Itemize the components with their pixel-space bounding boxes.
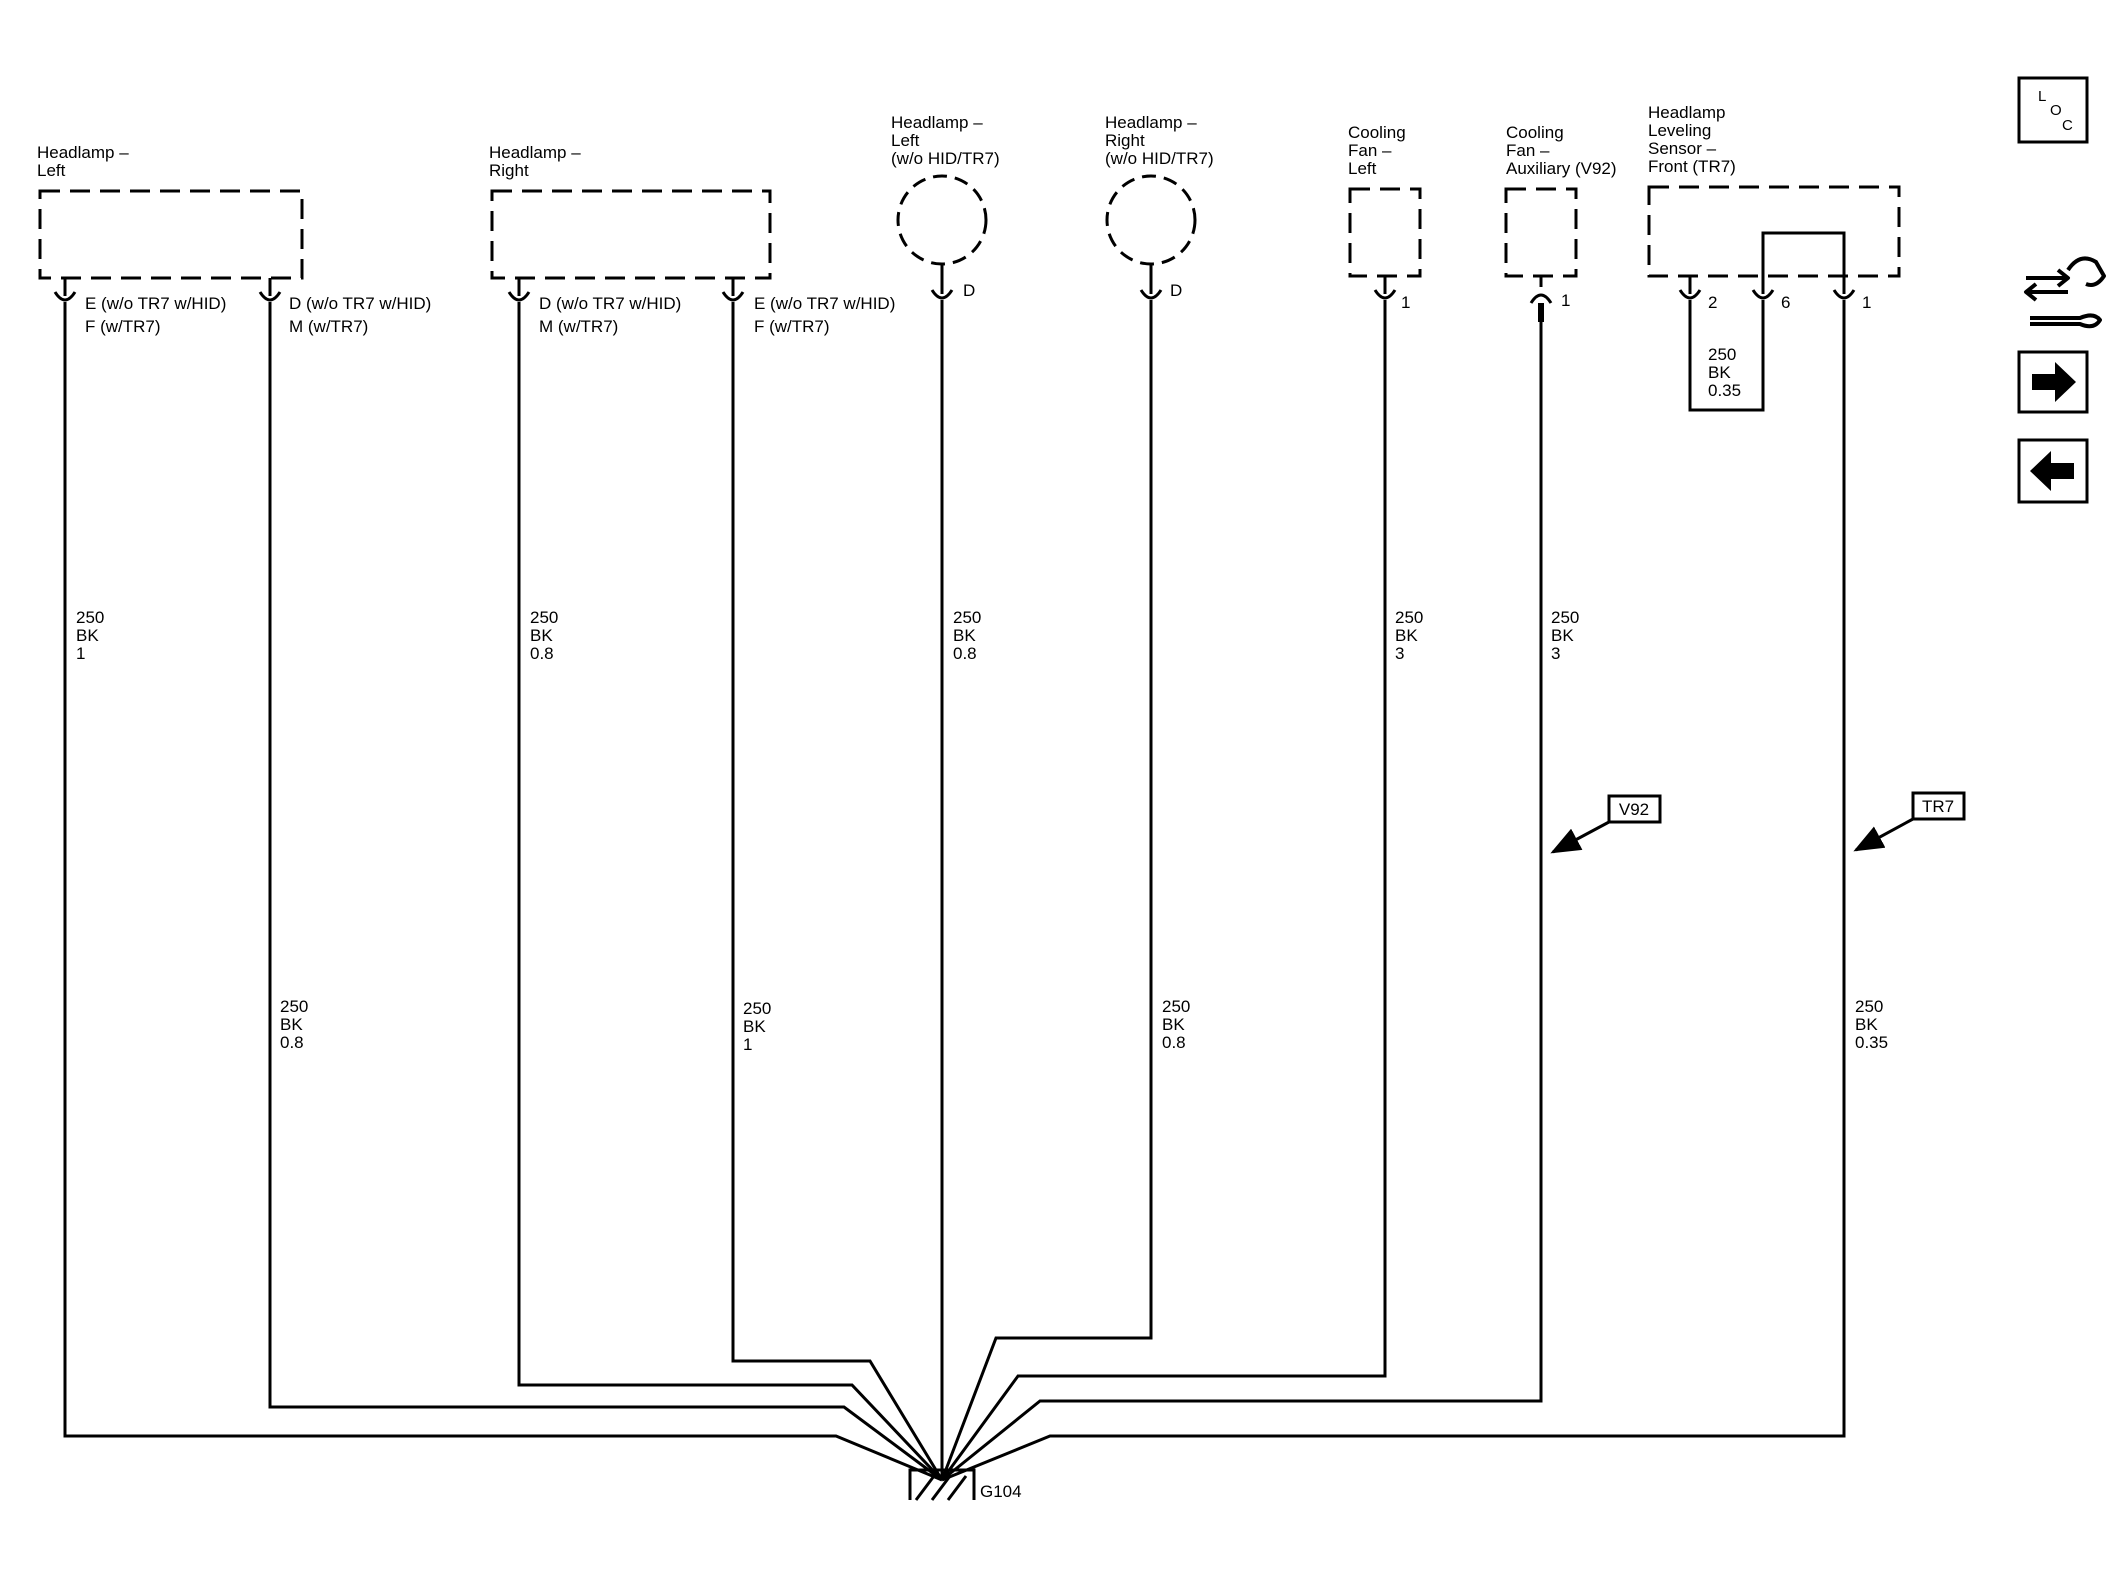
wire-label-w9: 250 BK 0.35 — [1708, 345, 1741, 400]
pin-symbol-hl-right-2 — [721, 278, 745, 302]
cooling-fan-aux-title: Cooling Fan – Auxiliary (V92) — [1506, 123, 1617, 178]
cooling-fan-left-title: Cooling Fan – Left — [1348, 123, 1410, 178]
arrow-left-button[interactable] — [2017, 438, 2089, 504]
svg-text:V92: V92 — [1619, 800, 1649, 819]
headlamp-left-nohid-title: Headlamp – Left (w/o HID/TR7) — [891, 113, 1000, 168]
ground-g104-symbol — [908, 1468, 976, 1501]
wire-label-w4: 250 BK 1 — [743, 999, 776, 1054]
wire-hl-left-1 — [63, 302, 943, 1482]
headlamp-left-box — [38, 189, 304, 280]
pin-symbol-hl-right-nohid — [1139, 264, 1163, 300]
wire-fan-left — [940, 300, 1387, 1481]
sensor-internal-jumper — [1761, 231, 1846, 278]
arrow-right-button[interactable] — [2017, 350, 2089, 414]
pin-label-hl-right-2: E (w/o TR7 w/HID) F (w/TR7) — [754, 294, 900, 336]
svg-text:TR7: TR7 — [1922, 797, 1954, 816]
pin-label-sensor-2: 2 — [1708, 293, 1717, 312]
headlamp-right-box — [490, 189, 772, 280]
wire-hl-right-2 — [731, 302, 944, 1481]
wire-label-w5: 250 BK 0.8 — [953, 608, 986, 663]
pin-symbol-sensor-6 — [1751, 276, 1775, 300]
wire-hl-right-1 — [517, 302, 944, 1482]
wire-label-w1: 250 BK 1 — [76, 608, 109, 663]
headlamp-right-title: Headlamp – Right — [489, 143, 585, 180]
wire-sensor-jumper — [1688, 300, 1765, 412]
arrow-left-icon — [2030, 451, 2074, 491]
pin-label-fan-aux: 1 — [1561, 291, 1570, 310]
wire-label-w7: 250 BK 3 — [1395, 608, 1428, 663]
option-tag-tr7: TR7 — [1853, 791, 1966, 852]
arrow-right-icon — [2032, 362, 2076, 402]
pin-symbol-hl-left-1 — [53, 278, 77, 302]
leveling-sensor-title: Headlamp Leveling Sensor – Front (TR7) — [1648, 103, 1736, 176]
pin-label-sensor-1: 1 — [1862, 293, 1871, 312]
headlamp-right-nohid-title: Headlamp – Right (w/o HID/TR7) — [1105, 113, 1214, 168]
option-tag-v92: V92 — [1550, 794, 1662, 854]
pin-symbol-hl-left-nohid — [930, 264, 954, 300]
pin-symbol-hl-right-1 — [507, 278, 531, 302]
wire-fan-aux — [941, 303, 1543, 1482]
pin-label-hl-left-1: E (w/o TR7 w/HID) F (w/TR7) — [85, 294, 231, 336]
headlamp-left-nohid-circle — [896, 174, 988, 266]
headlamp-right-nohid-circle — [1105, 174, 1197, 266]
wire-sensor-1 — [941, 300, 1846, 1482]
wire-label-w10: 250 BK 0.35 — [1855, 997, 1888, 1052]
pin-label-sensor-6: 6 — [1781, 293, 1790, 312]
pin-symbol-sensor-2 — [1678, 276, 1702, 300]
connector-wrench-icon[interactable] — [2024, 256, 2106, 329]
cooling-fan-aux-box — [1504, 187, 1578, 278]
svg-text:L: L — [2038, 88, 2046, 105]
wire-hl-left-2 — [268, 302, 943, 1482]
pin-symbol-sensor-1 — [1832, 276, 1856, 300]
pin-label-hl-left-2: D (w/o TR7 w/HID) M (w/TR7) — [289, 294, 436, 336]
pin-label-hl-right-1: D (w/o TR7 w/HID) M (w/TR7) — [539, 294, 686, 336]
wire-label-w3: 250 BK 0.8 — [530, 608, 563, 663]
leveling-sensor-box — [1647, 185, 1901, 278]
pin-symbol-fan-left — [1373, 276, 1397, 300]
pin-symbol-fan-aux — [1529, 276, 1553, 304]
pin-label-hl-right-nohid: D — [1170, 281, 1182, 300]
wire-hl-right-nohid — [940, 300, 1153, 1481]
wire-label-w6: 250 BK 0.8 — [1162, 997, 1195, 1052]
ground-label: G104 — [980, 1482, 1022, 1501]
svg-text:O: O — [2050, 102, 2062, 119]
wire-label-w8: 250 BK 3 — [1551, 608, 1584, 663]
cooling-fan-left-box — [1348, 187, 1422, 278]
headlamp-left-title: Headlamp – Left — [37, 143, 133, 180]
loc-button[interactable]: L O C — [2017, 76, 2089, 144]
wire-label-w2: 250 BK 0.8 — [280, 997, 313, 1052]
svg-text:C: C — [2062, 117, 2073, 134]
pin-symbol-hl-left-2 — [258, 278, 282, 302]
pin-label-fan-left: 1 — [1401, 293, 1410, 312]
pin-label-hl-left-nohid: D — [963, 281, 975, 300]
